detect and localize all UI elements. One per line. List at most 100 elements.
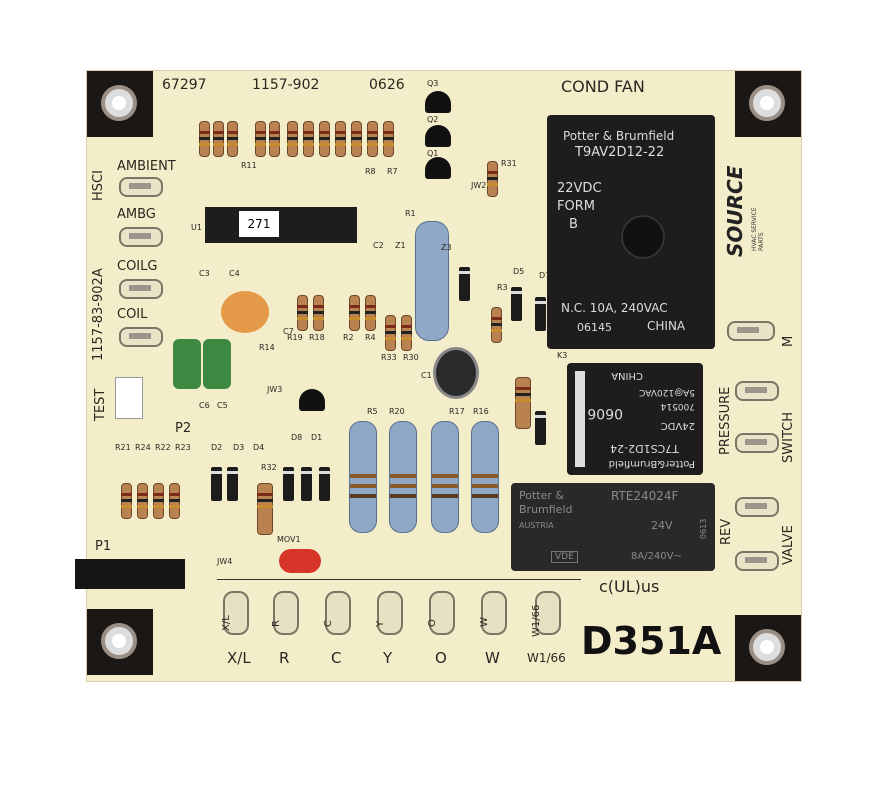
refdes-z1: Z1 — [395, 241, 406, 250]
relay-origin: AUSTRIA — [519, 521, 554, 530]
label-top-w: W — [479, 617, 490, 627]
circuit-board: 67297 1157-902 0626 1157-83-902A HSCI AM… — [75, 70, 802, 682]
label-top-y: Y — [375, 620, 386, 627]
label-c: C — [331, 649, 342, 667]
relay-voltage: 24VDC — [660, 420, 695, 431]
refdes-r17: R17 — [449, 407, 465, 416]
relay-voltage: 22VDC — [557, 181, 602, 196]
refdes-c3: C3 — [199, 269, 210, 278]
terminal-w[interactable] — [481, 591, 507, 635]
relay-form: FORM — [557, 199, 595, 214]
relay-code: 06145 — [577, 321, 612, 334]
refdes-r11: R11 — [241, 161, 257, 170]
refdes-mov1: MOV1 — [277, 535, 301, 544]
label-w1-66: W1/66 — [527, 651, 566, 665]
refdes-r5: R5 — [367, 407, 378, 416]
label-coilg: COILG — [117, 259, 158, 274]
terminal-ambg — [119, 227, 163, 247]
terminal-w1-66[interactable] — [535, 591, 561, 635]
varistor-mov1 — [279, 549, 321, 573]
refdes-r22: R22 — [155, 443, 171, 452]
mount-hole-bottom-left — [87, 609, 153, 675]
refdes-r30: R30 — [403, 353, 419, 362]
part-number: 1157-902 — [252, 77, 320, 93]
label-top-c: C — [323, 620, 334, 627]
terminal-switch — [735, 433, 779, 453]
terminal-strip — [217, 579, 581, 680]
terminal-c[interactable] — [325, 591, 351, 635]
refdes-c1: C1 — [421, 371, 432, 380]
refdes-c2: C2 — [373, 241, 384, 250]
terminal-r[interactable] — [273, 591, 299, 635]
mount-hole-top-left — [87, 71, 153, 137]
relay-brand: Potter&Brumfield — [608, 458, 695, 469]
label-xl: X/L — [227, 649, 251, 667]
refdes-k3: K3 — [557, 351, 568, 360]
refdes-r21: R21 — [115, 443, 131, 452]
refdes-r24: R24 — [135, 443, 151, 452]
test-connector — [115, 377, 143, 419]
refdes-c6: C6 — [199, 401, 210, 410]
terminal-y[interactable] — [377, 591, 403, 635]
terminal-o[interactable] — [429, 591, 455, 635]
relay-main: Potter & Brumfield T9AV2D12-22 22VDC FOR… — [547, 115, 715, 349]
terminal-coil — [119, 327, 163, 347]
relay-brand: Potter & Brumfield — [563, 129, 675, 143]
refdes-r19: R19 — [287, 333, 303, 342]
label-coil: COIL — [117, 307, 148, 322]
relay-brand: Potter & Brumfield — [519, 489, 573, 516]
refdes-r20: R20 — [389, 407, 405, 416]
label-top-r: R — [271, 620, 282, 627]
capacitor-orange — [221, 291, 269, 333]
refdes-z3: Z3 — [441, 243, 452, 252]
rev-label: REV — [719, 518, 734, 545]
refdes-d4: D4 — [253, 443, 265, 452]
ic-label: 271 — [239, 211, 279, 237]
label-r: R — [279, 649, 290, 667]
relay-model: T9AV2D12-22 — [575, 145, 665, 160]
terminal-pressure — [735, 381, 779, 401]
refdes-r3: R3 — [497, 283, 508, 292]
refdes-jw4: JW4 — [217, 557, 233, 566]
electrolytic-capacitor — [433, 347, 479, 399]
label-o: O — [435, 649, 447, 667]
relay-low: Potter & Brumfield AUSTRIA RTE24024F 24V… — [511, 483, 715, 571]
pressure-label: PRESSURE — [718, 386, 733, 455]
refdes-r14: R14 — [259, 343, 275, 352]
connector-p1[interactable] — [75, 559, 185, 589]
handwritten-code: D351A — [581, 619, 722, 663]
vde-mark: VDE — [551, 551, 578, 563]
label-top-w1-66: W1/66 — [531, 604, 542, 637]
relay-rating: N.C. 10A, 240VAC — [561, 301, 668, 315]
refdes-jw3: JW3 — [267, 385, 283, 394]
terminal-xl[interactable] — [223, 591, 249, 635]
relay-code: 0606 — [587, 405, 623, 421]
refdes-d2: D2 — [211, 443, 223, 452]
refdes-r16: R16 — [473, 407, 489, 416]
label-top-xl: X/L — [221, 615, 232, 631]
refdes-jw2: JW2 — [471, 181, 487, 190]
refdes-r8: R8 — [365, 167, 376, 176]
refdes-d3: D3 — [233, 443, 245, 452]
refdes-d1: D1 — [311, 433, 323, 442]
refdes-r7: R7 — [387, 167, 398, 176]
capacitor-green — [203, 339, 231, 389]
refdes-r18: R18 — [309, 333, 325, 342]
part-number: 67297 — [162, 77, 207, 93]
p1-label: P1 — [95, 539, 112, 554]
transistor-q2 — [425, 125, 451, 147]
terminal-rev — [735, 497, 779, 517]
transistor-q3 — [425, 91, 451, 113]
refdes-q2: Q2 — [427, 115, 439, 124]
refdes-c5: C5 — [217, 401, 228, 410]
refdes-r2: R2 — [343, 333, 354, 342]
refdes-u1: U1 — [191, 223, 202, 232]
label-top-o: O — [427, 619, 438, 627]
refdes-r1: R1 — [405, 209, 416, 218]
relay-mid: Potter&Brumfield T7CS1D2-24 24VDC 700514… — [567, 363, 703, 475]
m-label: M — [781, 335, 796, 347]
relay-lot: 700514 — [660, 401, 695, 411]
relay-rating: 8A/240V~ — [631, 551, 682, 562]
mount-hole-bottom-right — [735, 615, 801, 681]
refdes-r4: R4 — [365, 333, 376, 342]
